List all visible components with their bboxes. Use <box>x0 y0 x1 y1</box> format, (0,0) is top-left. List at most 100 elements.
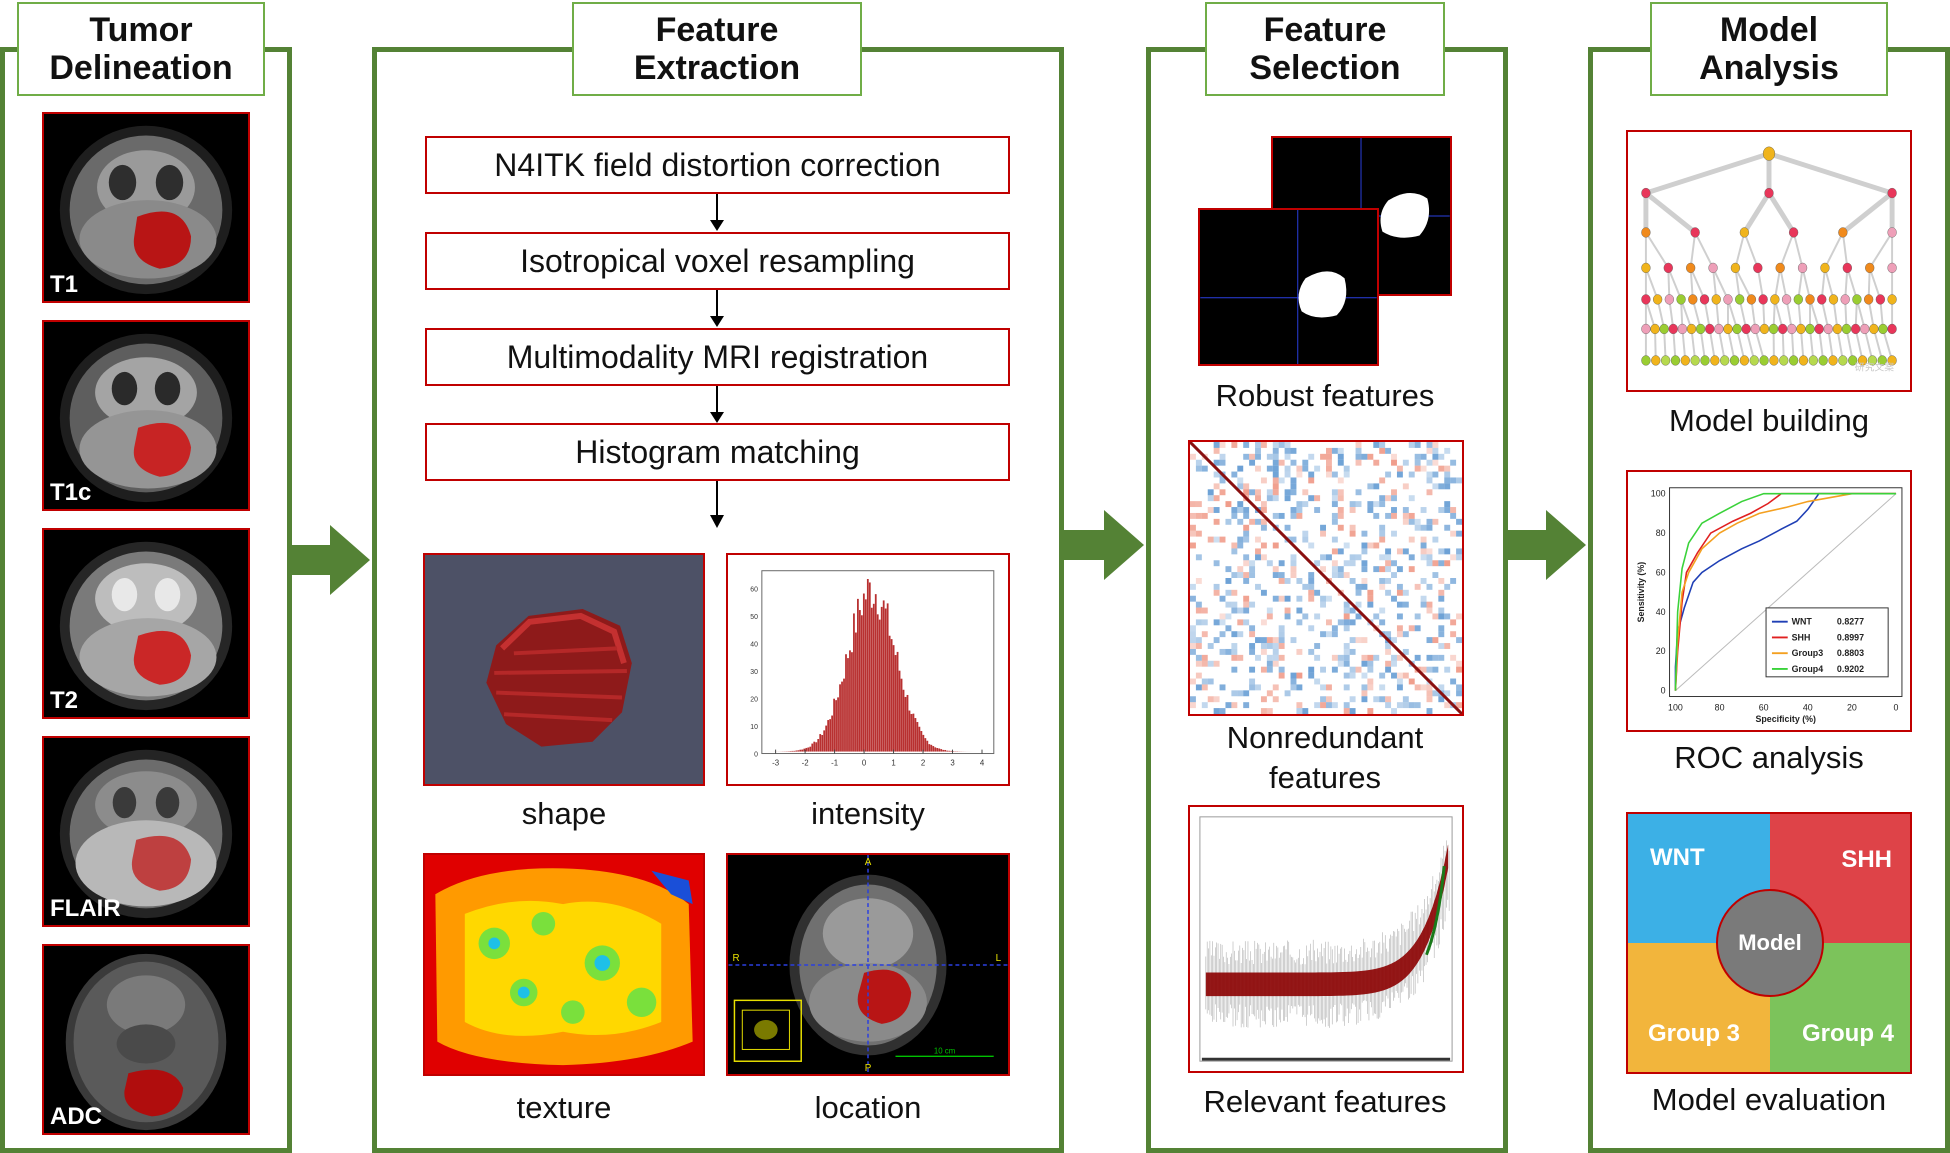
histogram-bar <box>932 746 935 752</box>
heatmap-cell <box>1343 542 1350 549</box>
roc-x-tick-label: 20 <box>1847 702 1857 712</box>
heatmap-cell <box>1296 702 1303 709</box>
heatmap-cell <box>1379 501 1386 508</box>
heatmap-cell <box>1320 595 1326 602</box>
heatmap-cell <box>1278 459 1285 466</box>
heatmap-cell <box>1302 501 1309 508</box>
heatmap-cell <box>1308 453 1315 460</box>
heatmap-cell <box>1426 601 1433 608</box>
heatmap-cell <box>1331 654 1338 661</box>
brain-scan-icon <box>59 333 233 503</box>
tree-node <box>1798 355 1809 366</box>
heatmap-cell <box>1438 613 1445 620</box>
heatmap-cell <box>1290 489 1297 496</box>
heatmap-cell <box>1343 613 1350 620</box>
heatmap-cell <box>1379 447 1386 454</box>
roc-y-axis-label: Sensitivity (%) <box>1636 562 1646 623</box>
heatmap-cell <box>1355 613 1362 620</box>
heatmap-cell <box>1420 453 1427 460</box>
tree-node <box>1739 355 1750 366</box>
heatmap-cell <box>1367 660 1374 667</box>
roc-y-tick-label: 100 <box>1651 489 1666 499</box>
heatmap-cell <box>1426 690 1433 697</box>
histogram-bar <box>801 749 804 752</box>
marker-posterior: P <box>865 1063 872 1074</box>
tree-edge <box>1867 267 1871 300</box>
heatmap-cell <box>1426 583 1433 590</box>
tree-node <box>1746 294 1757 305</box>
tree-edge <box>1708 328 1716 361</box>
heatmap-cell <box>1385 447 1392 454</box>
heatmap-cell <box>1438 696 1445 703</box>
heatmap-cell <box>1367 483 1374 490</box>
heatmap-cell <box>1385 648 1392 655</box>
heatmap-cell <box>1444 471 1451 478</box>
heatmap-cell <box>1391 708 1397 714</box>
heatmap-cell <box>1260 619 1267 626</box>
heatmap-cell <box>1432 666 1439 673</box>
tree-node <box>1759 323 1770 335</box>
histogram-x-tick-label: 1 <box>891 758 895 767</box>
heatmap-cell <box>1308 648 1315 655</box>
histogram-y-tick-label: 10 <box>750 724 758 731</box>
tree-edge <box>1644 299 1656 330</box>
histogram-bar <box>809 746 812 752</box>
heatmap-cell <box>1438 607 1445 614</box>
histogram-bar <box>944 749 947 752</box>
heatmap-cell <box>1266 637 1273 644</box>
tree-node <box>1735 294 1745 305</box>
roc-y-tick-label: 20 <box>1656 646 1666 656</box>
heatmap-cell <box>1237 501 1244 508</box>
heatmap-cell <box>1367 453 1374 460</box>
heatmap-cell <box>1355 589 1362 596</box>
heatmap-cell <box>1190 595 1196 602</box>
heatmap-cell <box>1243 507 1250 513</box>
tree-node <box>1850 323 1861 335</box>
tumor-3d-render-icon <box>486 609 632 747</box>
heatmap-cell <box>1314 507 1321 513</box>
heatmap-cell <box>1438 465 1445 472</box>
heatmap-cell <box>1432 572 1439 578</box>
heatmap-cell <box>1272 566 1279 573</box>
heatmap-cell <box>1320 530 1326 537</box>
heatmap-cell <box>1408 518 1415 525</box>
histogram-bar <box>864 599 867 752</box>
heatmap-cell <box>1402 459 1409 466</box>
tree-node <box>1700 355 1710 366</box>
heatmap-cell <box>1337 507 1344 513</box>
heatmap-cell <box>1219 453 1226 460</box>
heatmap-cell <box>1355 442 1362 448</box>
heatmap-cell <box>1284 489 1291 496</box>
heatmap-cell <box>1331 536 1338 543</box>
heatmap-cell <box>1302 459 1309 466</box>
heatmap-cell <box>1408 471 1415 478</box>
location-caption: location <box>814 1090 922 1125</box>
heatmap-cell <box>1355 453 1362 460</box>
heatmap-cell <box>1326 459 1332 466</box>
histogram-bar <box>821 735 824 752</box>
heatmap-cell <box>1278 631 1285 638</box>
heatmap-cell <box>1349 666 1356 673</box>
heatmap-cell <box>1255 637 1261 644</box>
feature-selection-title: Feature Selection <box>1205 2 1445 96</box>
tree-node <box>1695 323 1706 335</box>
heatmap-cell <box>1207 489 1214 496</box>
heatmap-cell <box>1343 625 1350 632</box>
heatmap-cell <box>1190 702 1196 709</box>
heatmap-cell <box>1367 542 1374 549</box>
tree-node <box>1686 262 1696 274</box>
heatmap-cell <box>1260 524 1267 531</box>
scale-label: 10 cm <box>934 1046 956 1055</box>
tree-node <box>1651 355 1661 366</box>
heatmap-cell <box>1444 501 1451 508</box>
heatmap-cell <box>1444 524 1451 531</box>
correlation-heatmap-icon <box>1190 442 1462 714</box>
heatmap-cell <box>1432 613 1439 620</box>
heatmap-cell <box>1237 465 1244 472</box>
heatmap-cell <box>1219 442 1226 448</box>
histogram-bar <box>916 722 919 752</box>
heatmap-cell <box>1426 518 1433 525</box>
model-center-circle: Model <box>1716 889 1824 997</box>
heatmap-cell <box>1195 530 1202 537</box>
tree-edge <box>1827 328 1834 361</box>
